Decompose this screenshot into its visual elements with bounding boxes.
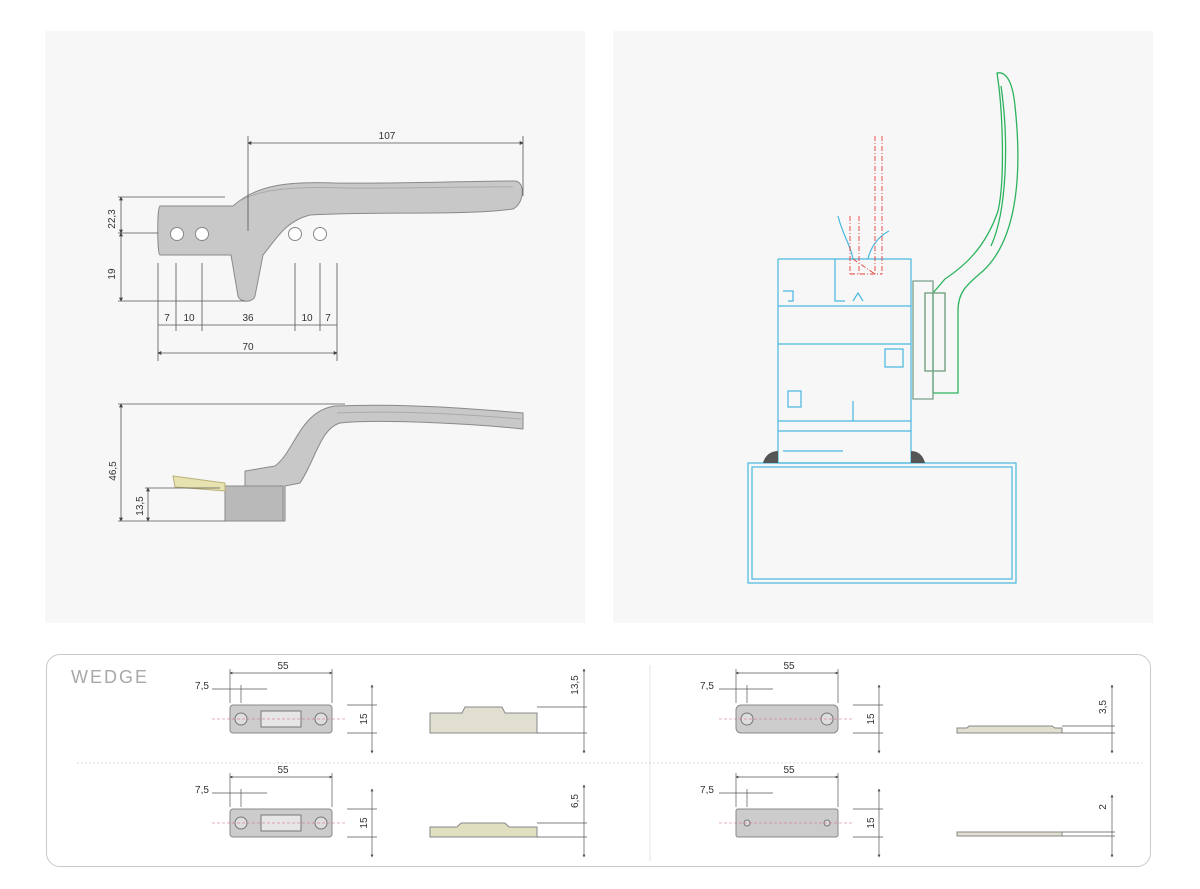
dim-46-5: 46,5 [108,461,119,481]
wedge-drawings: 55 7,5 15 13,5 55 7,5 15 3,5 [77,661,1142,861]
profile-section-panel [613,31,1153,623]
axis-lines [849,136,883,276]
dim-13-5: 13,5 [135,496,146,516]
handle-side-view [172,404,524,522]
wedge-item-3-thickness: 6,5 [570,794,581,808]
wedge-item-2-offset: 7,5 [700,681,714,692]
wedge-item-3-offset: 7,5 [195,785,209,796]
handle-top-dimensions [118,136,524,361]
wedge-item-1 [212,668,587,754]
wedge-item-3 [212,773,587,858]
wedge-item-4-thickness: 2 [1098,804,1109,810]
wedge-item-1-len: 55 [277,661,289,672]
handle-drawing: 107 22,3 19 7 10 36 10 7 70 46,5 13,5 [107,131,524,522]
dim-19: 19 [107,268,118,280]
handle-top-view [157,180,523,302]
wedge-item-3-height: 15 [359,817,370,829]
handle-green-outline [912,72,1019,400]
wedge-item-3-len: 55 [277,765,289,776]
wedge-item-4 [719,773,1115,858]
dim-7-right: 7 [325,313,331,324]
wedge-item-2 [719,669,1115,754]
wedge-item-4-len: 55 [783,765,795,776]
dim-10-left: 10 [183,313,195,324]
wedge-item-2-height: 15 [866,713,877,725]
wedge-title: WEDGE [71,667,150,687]
window-profile [747,215,1017,584]
dim-22-3: 22,3 [107,209,118,229]
wedge-item-1-height: 15 [359,713,370,725]
wedge-box: WEDGE [46,654,1151,867]
handle-drawing-panel: 107 22,3 19 7 10 36 10 7 70 46,5 13,5 [45,31,585,623]
handle-side-dimensions [118,403,345,522]
profile-seals [763,451,925,463]
wedge-item-4-offset: 7,5 [700,785,714,796]
wedge-item-2-thickness: 3,5 [1098,700,1109,714]
dim-10-right: 10 [301,313,313,324]
wedge-item-1-offset: 7,5 [195,681,209,692]
wedge-item-4-height: 15 [866,817,877,829]
dim-7-left: 7 [164,313,170,324]
dim-36: 36 [242,313,254,324]
wedge-item-1-thickness: 13,5 [570,675,581,695]
wedge-item-2-len: 55 [783,661,795,672]
profile-section-drawing [747,72,1019,584]
dim-70: 70 [242,342,254,353]
dim-107: 107 [379,131,396,142]
